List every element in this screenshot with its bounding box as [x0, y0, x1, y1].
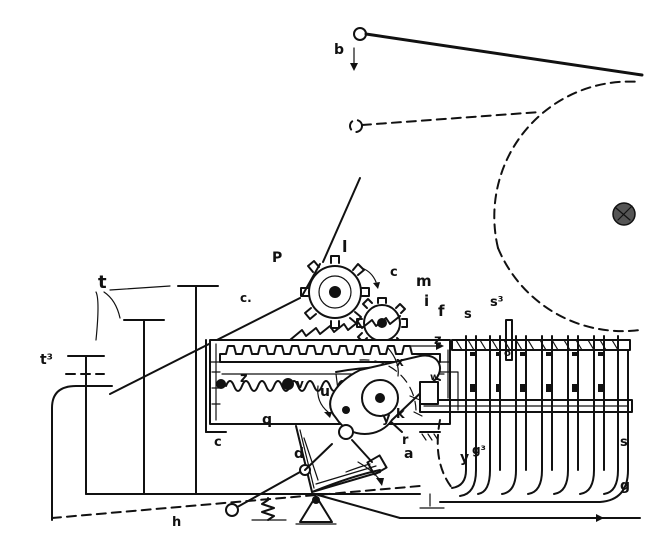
- lever-b: [349, 27, 644, 133]
- lever-uk: [317, 347, 442, 476]
- link-d: [231, 443, 641, 522]
- label-c-lower: c: [214, 435, 222, 450]
- label-t: t: [98, 272, 107, 293]
- label-z-upper: z: [434, 333, 442, 348]
- label-h: h: [172, 515, 181, 530]
- label-c-top: c: [390, 265, 398, 280]
- label-c-left: c.: [240, 291, 252, 305]
- base-h: [51, 485, 445, 525]
- label-b: b: [334, 42, 344, 58]
- label-g3: g³: [472, 443, 486, 457]
- label-s-lower: s: [620, 435, 628, 450]
- label-m: m: [416, 272, 432, 290]
- large-wheel-dashed: [493, 80, 641, 333]
- label-u: u: [320, 384, 330, 400]
- rack-z: [209, 339, 451, 425]
- label-r: r: [402, 433, 409, 448]
- label-w: w: [430, 372, 439, 383]
- label-s3: s³: [490, 295, 503, 310]
- label-g: g: [620, 478, 630, 494]
- sector-a: [295, 425, 384, 493]
- label-f: f: [438, 302, 445, 320]
- label-q: q: [262, 412, 272, 428]
- spring-q: [225, 378, 403, 433]
- label-l: l: [342, 237, 347, 256]
- gear-l: [300, 255, 380, 329]
- label-o: o: [504, 348, 511, 359]
- keys-s: [436, 335, 629, 503]
- label-y-lower: y: [460, 450, 469, 466]
- labels: b P l c m i t c. t³ f s s³ z z x u v q c…: [40, 42, 630, 530]
- label-x: x: [396, 355, 404, 369]
- label-d: d: [294, 446, 304, 462]
- label-i: i: [424, 292, 429, 310]
- label-p: P: [272, 250, 282, 266]
- label-k: k: [396, 407, 405, 422]
- label-s-top: s: [464, 307, 472, 322]
- label-v: v: [296, 377, 304, 391]
- label-t3: t³: [40, 352, 53, 368]
- arrow-f: [409, 342, 444, 350]
- label-a: a: [404, 446, 413, 462]
- label-y-slot: y: [382, 411, 391, 426]
- label-z-lower: z: [240, 371, 248, 386]
- posts-t: [51, 285, 421, 521]
- frame-c: [205, 339, 227, 433]
